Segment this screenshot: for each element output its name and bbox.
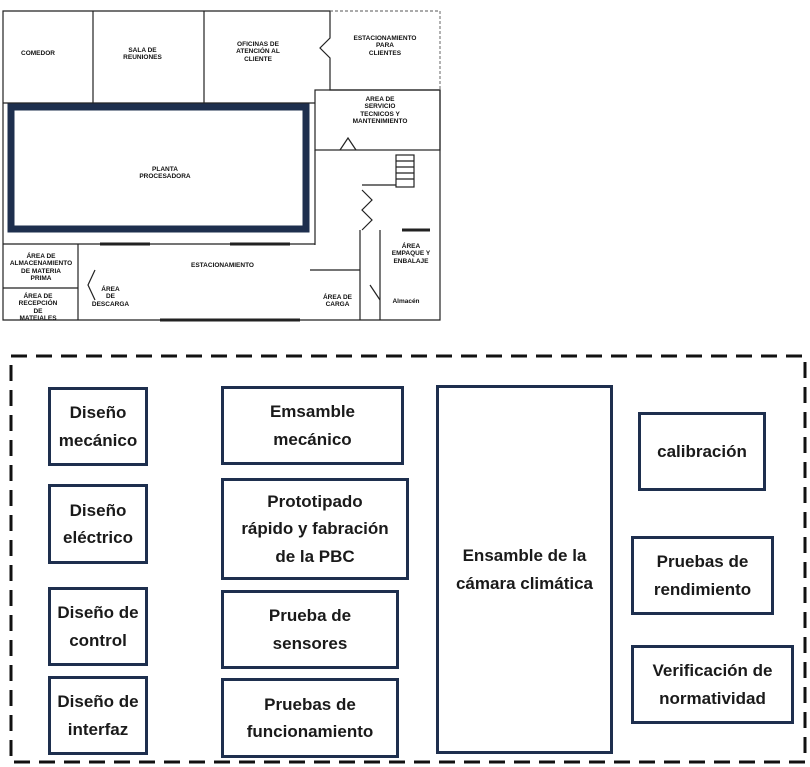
box-calibracion: calibración — [638, 412, 766, 491]
room-recepcion-materiales: ÁREA DE RECEPCIÓN DE MATEIALES — [18, 293, 58, 323]
box-diseno-mecanico: Diseño mecánico — [48, 387, 148, 466]
floor-plan: COMEDOR SALA DE REUNIONES OFICINAS DE AT… — [0, 0, 445, 325]
box-pruebas-rendimiento: Pruebas de rendimiento — [631, 536, 774, 615]
box-diseno-interfaz: Diseño de interfaz — [48, 676, 148, 755]
room-estacionamiento: ESTACIONAMIENTO — [191, 262, 254, 269]
room-planta-procesadora: PLANTA PROCESADORA — [139, 166, 191, 181]
room-empaque-embalaje: ÁREA EMPAQUE Y ENBALAJE — [391, 243, 431, 265]
room-servicio-tecnico: AREA DE SERVICIO TECNICOS Y MANTENIMIENT… — [352, 96, 408, 126]
room-area-carga: ÁREA DE CARGA — [322, 294, 352, 309]
room-almacen-materia-prima: ÁREA DE ALMACENAMIENTO DE MATERIA PRIMA — [9, 253, 73, 283]
box-prueba-sensores: Prueba de sensores — [221, 590, 399, 669]
process-diagram: Diseño mecánico Diseño eléctrico Diseño … — [0, 350, 810, 767]
box-diseno-control: Diseño de control — [48, 587, 148, 666]
room-comedor: COMEDOR — [21, 50, 55, 57]
room-oficinas: OFICINAS DE ATENCIÓN AL CLIENTE — [236, 41, 280, 63]
room-almacen: Almacén — [392, 298, 420, 305]
box-ensamble-camara: Ensamble de la cámara climática — [436, 385, 613, 754]
floor-plan-walls — [2, 10, 441, 322]
room-descarga: ÁREA DE DESCARGA — [91, 286, 130, 308]
box-diseno-electrico: Diseño eléctrico — [48, 484, 148, 564]
box-verificacion-normatividad: Verificación de normatividad — [631, 645, 794, 724]
room-estacionamiento-clientes: ESTACIONAMIENTO PARA CLIENTES — [353, 35, 417, 57]
room-sala-reuniones: SALA DE REUNIONES — [123, 47, 162, 62]
plant-wall — [7, 103, 310, 233]
box-prototipado: Prototipado rápido y fabración de la PBC — [221, 478, 409, 580]
box-pruebas-funcionamiento: Pruebas de funcionamiento — [221, 678, 399, 758]
box-emsamble-mecanico: Emsamble mecánico — [221, 386, 404, 465]
